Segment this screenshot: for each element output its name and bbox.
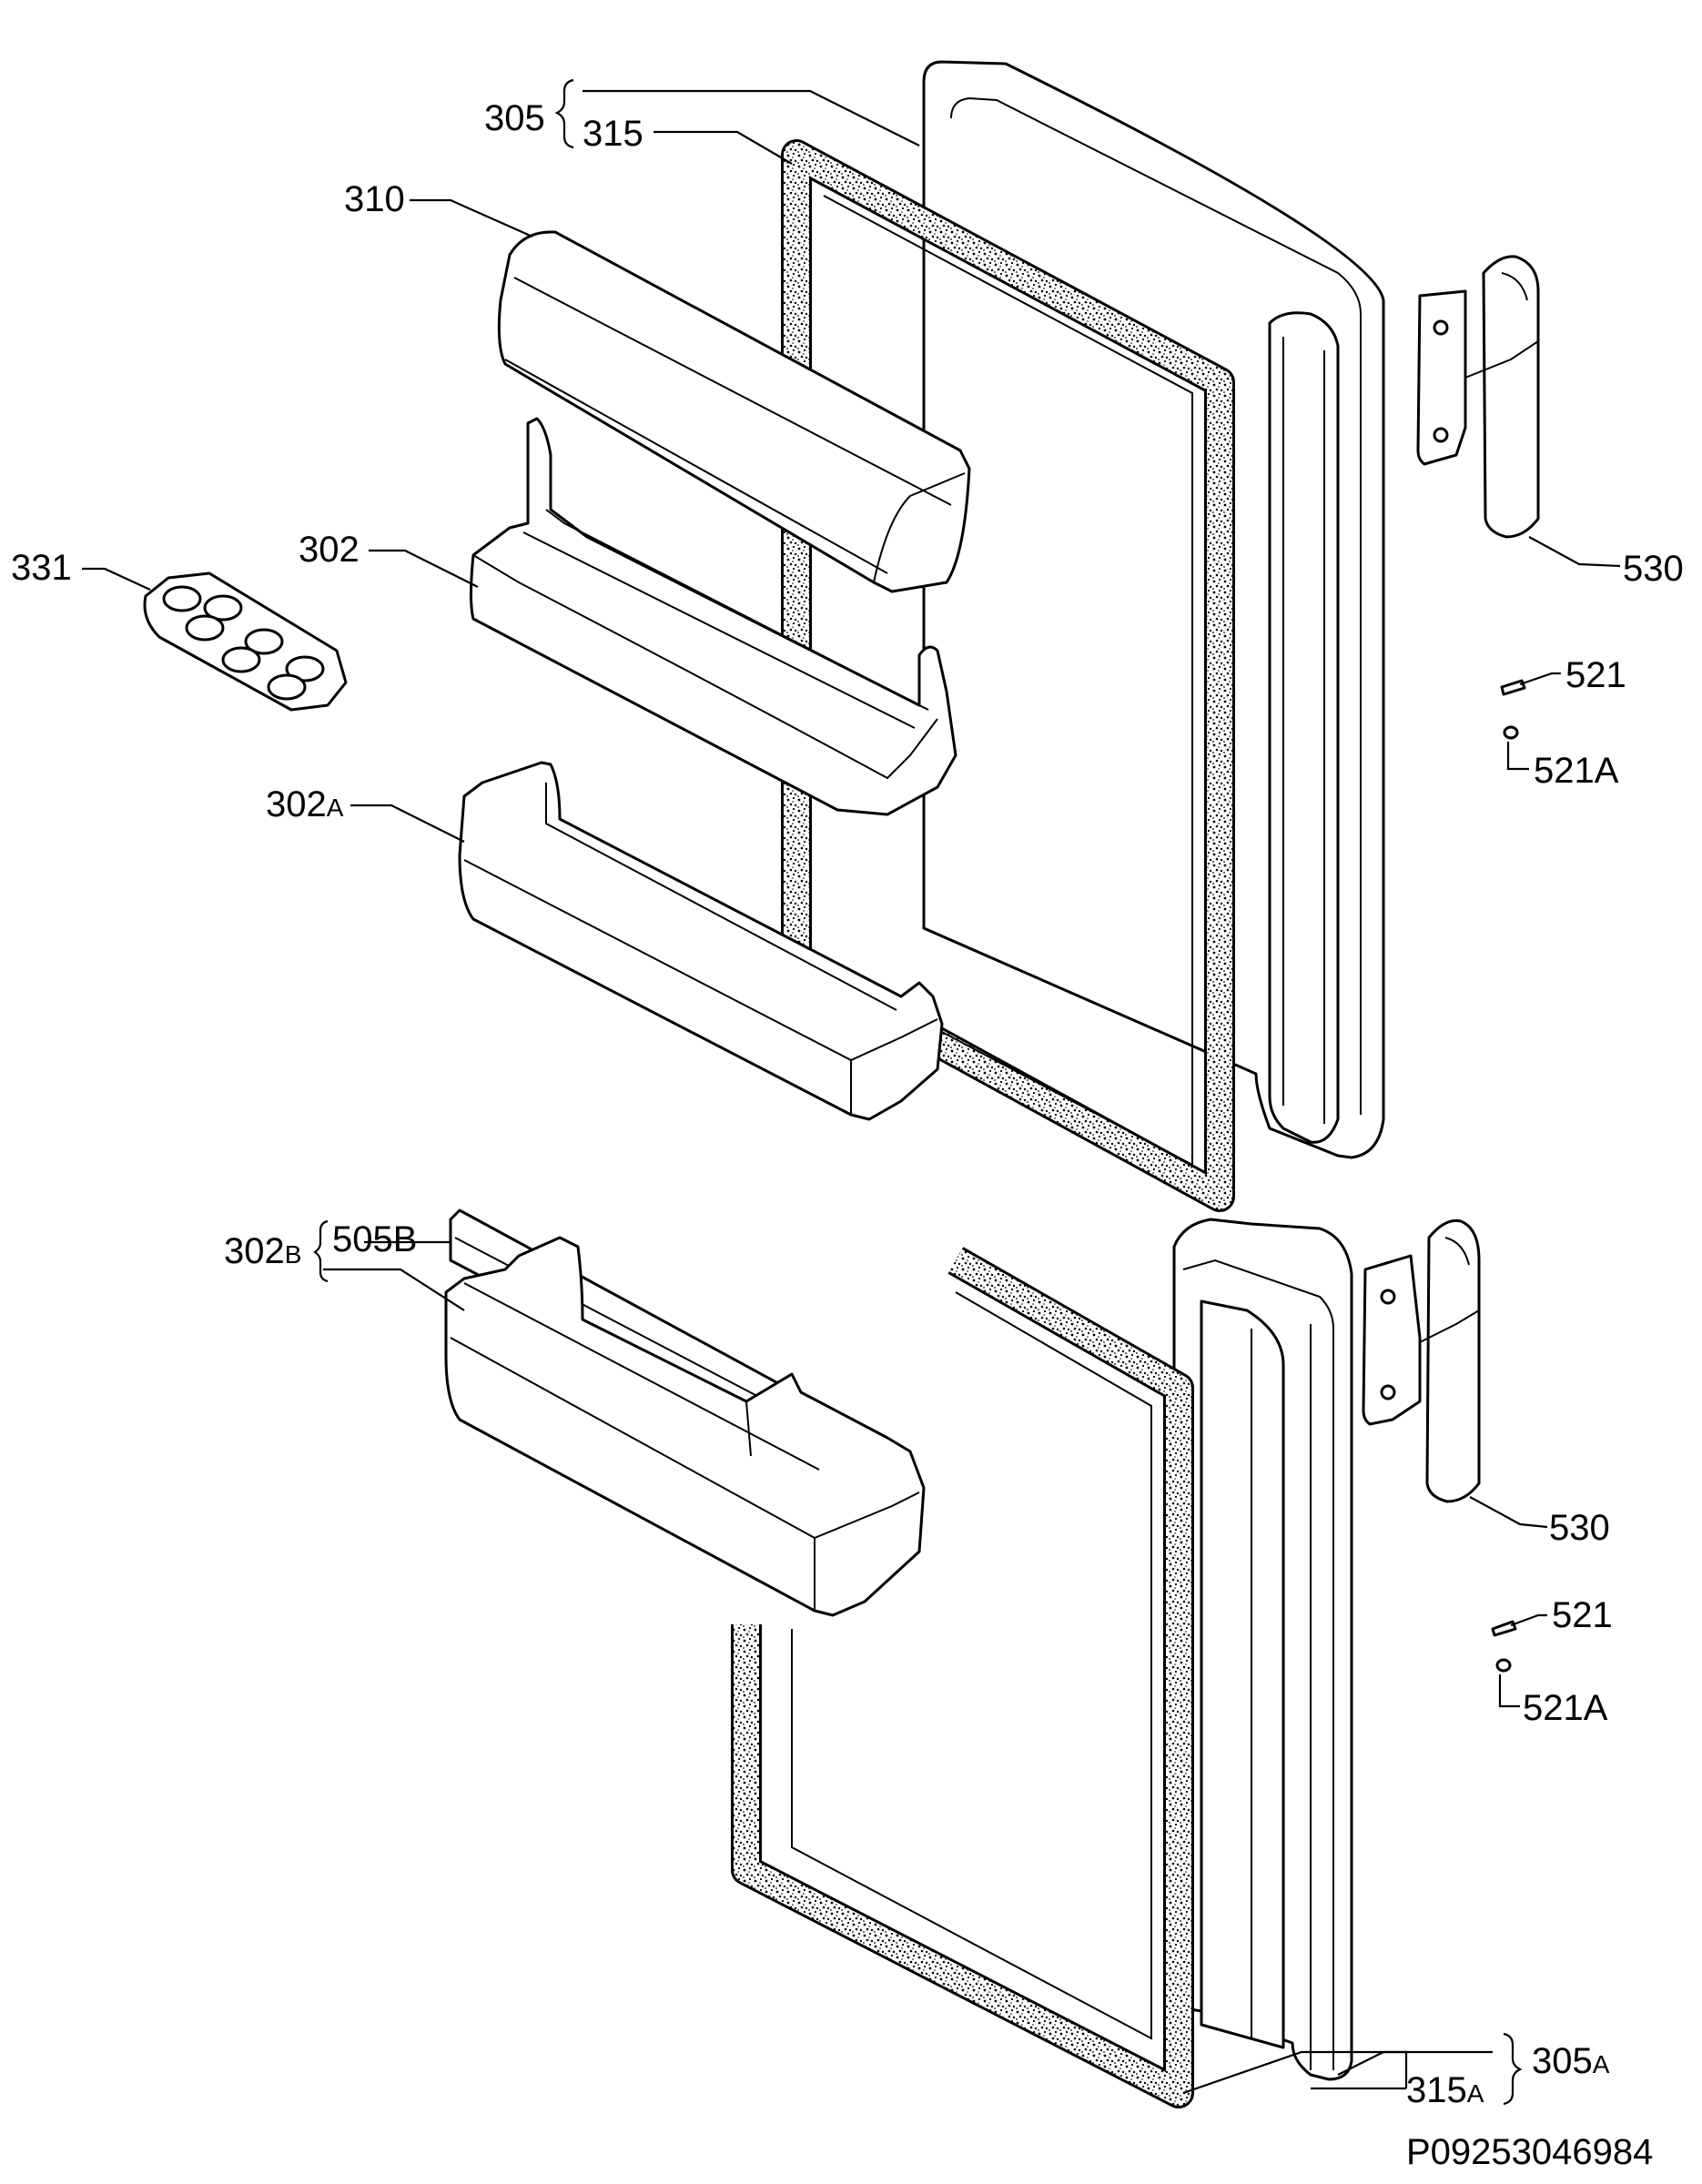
brace-305a <box>1503 2032 1523 2106</box>
upper-screw <box>1500 679 1526 740</box>
label-331: 331 <box>11 548 72 588</box>
label-505b: 505B <box>332 1219 417 1259</box>
door-balcony-302 <box>470 417 957 816</box>
label-305: 305 <box>484 98 545 138</box>
door-balcony-302b <box>444 1236 926 1617</box>
brace-305 <box>554 78 574 149</box>
label-521a-upper: 521A <box>1534 751 1619 791</box>
label-302b: 302B <box>224 1231 301 1271</box>
label-302: 302 <box>299 530 360 570</box>
label-521-lower: 521 <box>1552 1595 1613 1635</box>
shelf-cover-310 <box>497 230 971 593</box>
label-302a: 302A <box>266 784 344 824</box>
drawing-code: P09253046984 <box>1406 2132 1653 2172</box>
label-310: 310 <box>344 179 405 219</box>
lower-door-panel <box>1172 1218 1353 2081</box>
label-315: 315 <box>583 114 643 154</box>
lower-door-gasket <box>731 1247 1194 2108</box>
upper-hinge <box>1416 255 1540 539</box>
label-521-upper: 521 <box>1565 655 1626 695</box>
label-315a: 315A <box>1406 2070 1484 2110</box>
label-521a-lower: 521A <box>1523 1688 1608 1728</box>
egg-tray-331 <box>143 571 348 712</box>
leader-lines <box>82 89 1621 2095</box>
brace-302b <box>313 1219 329 1283</box>
label-305a: 305A <box>1532 2041 1610 2081</box>
upper-door-panel <box>922 60 1385 1159</box>
lower-screw <box>1491 1620 1517 1673</box>
lower-hinge <box>1362 1218 1481 1503</box>
door-balcony-302a <box>458 761 944 1121</box>
label-530-lower: 530 <box>1549 1508 1610 1548</box>
label-530-upper: 530 <box>1623 549 1684 589</box>
